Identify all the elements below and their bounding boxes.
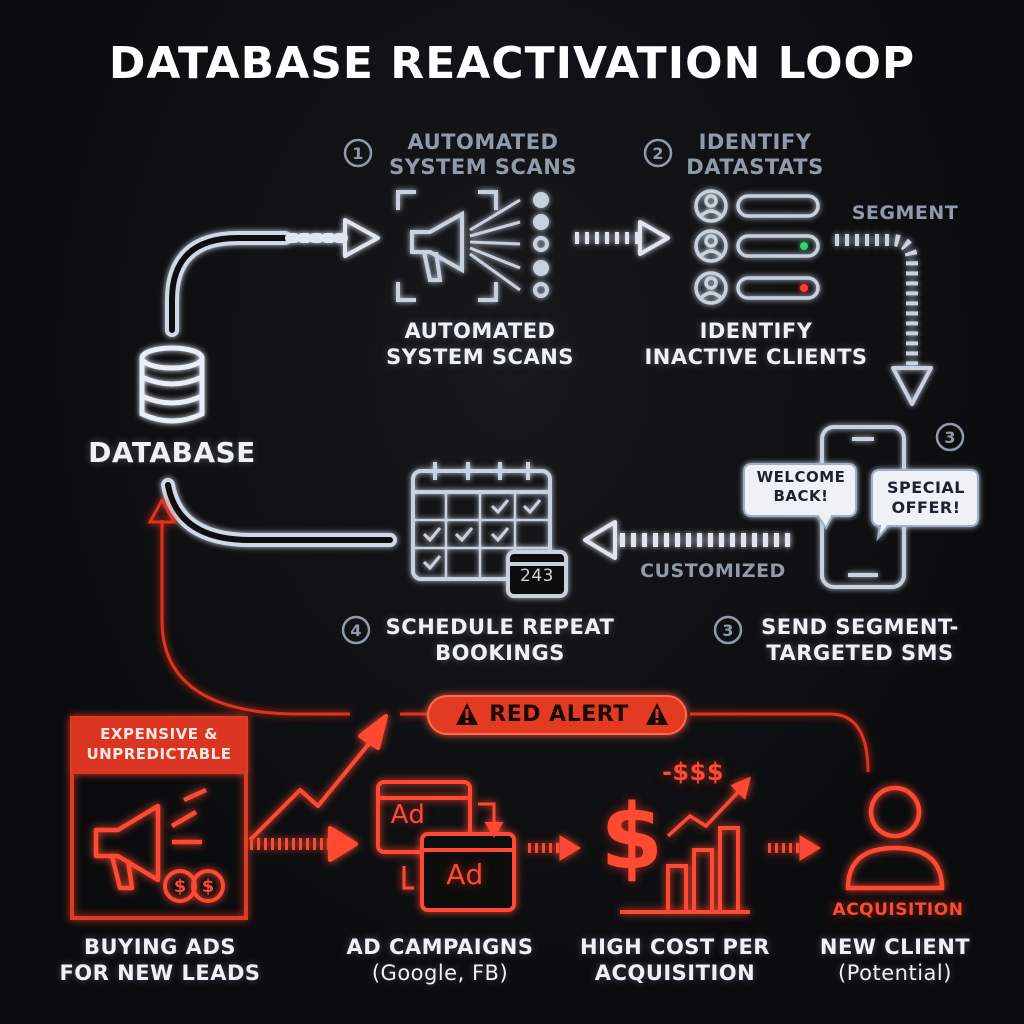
step2-label-line2: INACTIVE CLIENTS (644, 345, 868, 369)
database-label: DATABASE (88, 436, 256, 469)
step2-header: IDENTIFY DATASTATS (670, 130, 840, 180)
svg-text:$: $ (202, 876, 215, 897)
calendar-badge: 243 (520, 566, 554, 586)
sms-offer-line1: SPECIAL (887, 478, 965, 497)
alert-warning-icon-left (456, 703, 478, 725)
red-trend-arrow (248, 714, 388, 862)
sms-offer-text: SPECIAL OFFER! (874, 478, 978, 518)
client-list-icon (694, 189, 820, 305)
new-client-line1: NEW CLIENT (819, 935, 971, 959)
ad-text-top: Ad (390, 800, 426, 830)
step4-label-line2: BOOKINGS (435, 641, 565, 665)
bottom-label-ad-campaigns: AD CAMPAIGNS (Google, FB) (330, 934, 550, 986)
cost-label: -$$$ (661, 758, 725, 786)
svg-text:1: 1 (352, 144, 363, 163)
svg-text:3: 3 (944, 428, 955, 447)
svg-text:4: 4 (350, 621, 361, 640)
step-number-digits: 1 2 3 3 4 (350, 144, 955, 640)
megaphone-icon (93, 787, 207, 891)
big-dollar-sign: $ (600, 785, 664, 890)
step1-label-line1: AUTOMATED (404, 319, 556, 343)
ads-box-header-line1: EXPENSIVE & (100, 725, 218, 743)
person-icon (845, 785, 945, 891)
svg-text:2: 2 (652, 144, 663, 163)
loop-arrow-bottom (161, 478, 397, 547)
new-client-note: (Potential) (838, 961, 952, 985)
ad-window-icon (376, 780, 516, 912)
sms-welcome-line1: WELCOME (756, 468, 846, 486)
svg-text:$: $ (174, 876, 187, 897)
buying-ads-line1: BUYING ADS (83, 935, 236, 959)
sms-bubble-welcome (743, 463, 857, 530)
step1-header-line1: AUTOMATED (407, 130, 559, 154)
acquisition-label: ACQUISITION (832, 900, 964, 920)
high-cost-line2: ACQUISITION (594, 961, 756, 985)
step2-label-line1: IDENTIFY (699, 319, 813, 343)
sms-welcome-text: WELCOME BACK! (748, 468, 854, 506)
loop-arrow-top (165, 218, 380, 337)
status-dot-inactive (800, 284, 808, 292)
step1-header: AUTOMATED SYSTEM SCANS (378, 130, 588, 180)
buying-ads-line2: FOR NEW LEADS (59, 961, 261, 985)
step4-label-line1: SCHEDULE REPEAT (385, 615, 615, 639)
coin-dollar-signs: $$ (174, 876, 215, 897)
step2-label: IDENTIFY INACTIVE CLIENTS (636, 318, 876, 370)
alert-warning-icon-right (646, 703, 668, 725)
ads-box-header-line2: UNPREDICTABLE (86, 745, 232, 763)
step2-header-line1: IDENTIFY (698, 130, 812, 154)
database-icon (139, 345, 205, 424)
coin-icons (163, 869, 225, 903)
page-title: DATABASE REACTIVATION LOOP (108, 38, 916, 89)
step1-label: AUTOMATED SYSTEM SCANS (370, 318, 590, 370)
ads-box (70, 716, 248, 920)
calendar-icon (411, 462, 568, 598)
ad-campaigns-line1: AD CAMPAIGNS (346, 935, 534, 959)
step2-header-line2: DATASTATS (686, 155, 824, 179)
sms-bubble-offer (871, 469, 979, 542)
customized-label: CUSTOMIZED (640, 560, 786, 582)
step3-label: SEND SEGMENT- TARGETED SMS (745, 614, 975, 666)
step3-label-line1: SEND SEGMENT- (761, 615, 959, 639)
ad-campaigns-note: (Google, FB) (371, 961, 509, 985)
step4-label: SCHEDULE REPEAT BOOKINGS (370, 614, 630, 666)
ads-box-header: EXPENSIVE & UNPREDICTABLE (72, 724, 246, 764)
high-cost-line1: HIGH COST PER (580, 935, 770, 959)
step3-label-line2: TARGETED SMS (766, 641, 954, 665)
sms-welcome-line2: BACK! (773, 487, 829, 505)
arrow-segment (835, 234, 933, 406)
bottom-label-buying-ads: BUYING ADS FOR NEW LEADS (40, 934, 280, 986)
arrow-cost-to-client (768, 835, 821, 861)
arrow-customized (583, 520, 790, 560)
step1-label-line2: SYSTEM SCANS (386, 345, 574, 369)
svg-text:3: 3 (722, 621, 733, 640)
red-alert-label: RED ALERT (489, 702, 629, 727)
step1-header-line2: SYSTEM SCANS (389, 155, 577, 179)
sms-offer-line2: OFFER! (891, 498, 961, 517)
system-scan-icon (396, 190, 549, 302)
ad-text-bottom: Ad (446, 858, 484, 891)
bottom-label-high-cost: HIGH COST PER ACQUISITION (565, 934, 785, 986)
step-number-circles (341, 138, 965, 645)
red-alert-pill (427, 695, 687, 735)
status-dot-active (800, 242, 808, 250)
cost-chart-icon (620, 776, 751, 914)
arrow-ad-to-cost (528, 835, 581, 861)
segment-label: SEGMENT (851, 202, 959, 224)
bottom-label-new-client: NEW CLIENT (Potential) (800, 934, 990, 986)
arrow-step1-to-step2 (575, 220, 670, 256)
red-feedback-line (147, 496, 870, 773)
